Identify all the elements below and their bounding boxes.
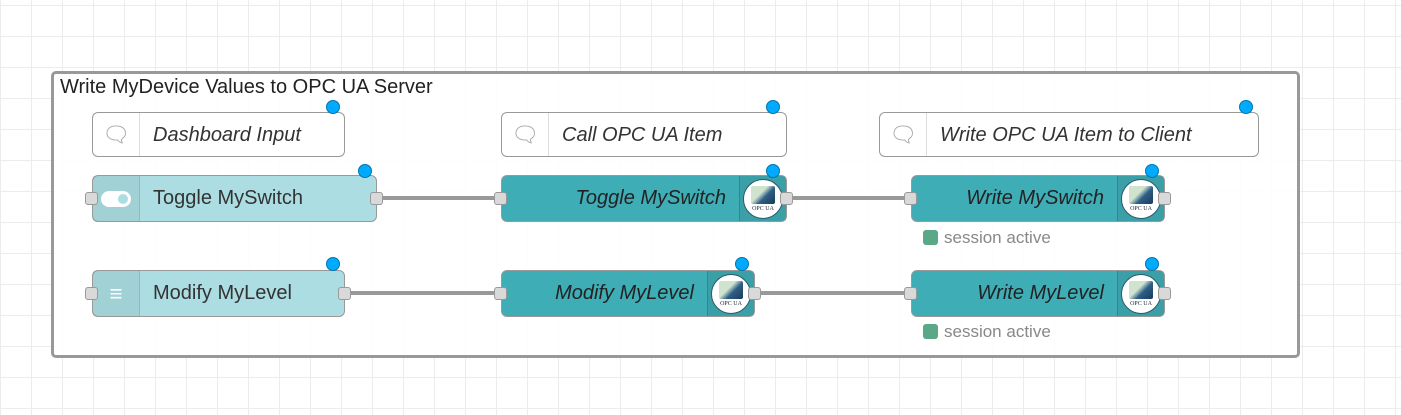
group-title: Write MyDevice Values to OPC UA Server xyxy=(60,76,433,98)
opc-ua-icon: OPC UA xyxy=(743,178,783,219)
output-port[interactable] xyxy=(370,192,383,205)
comment-node-dashboard-input[interactable]: 🗨 Dashboard Input xyxy=(92,112,345,157)
changed-indicator xyxy=(766,164,780,178)
opcua-item-node[interactable]: Modify MyLevel OPC UA xyxy=(501,270,755,317)
changed-indicator xyxy=(735,257,749,271)
wire[interactable] xyxy=(783,196,906,200)
switch-icon xyxy=(93,176,140,221)
output-port[interactable] xyxy=(338,287,351,300)
comment-icon: 🗨 xyxy=(880,113,927,156)
output-port[interactable] xyxy=(780,192,793,205)
output-port[interactable] xyxy=(1158,192,1171,205)
opcua-client-node[interactable]: Write MyLevel OPC UA xyxy=(911,270,1165,317)
comment-label: Call OPC UA Item xyxy=(562,124,723,146)
opc-ua-icon: OPC UA xyxy=(711,273,751,314)
switch-node[interactable]: Toggle MySwitch xyxy=(92,175,377,222)
status-indicator-icon xyxy=(923,230,938,245)
node-label: Toggle MySwitch xyxy=(153,187,304,209)
node-label: Toggle MySwitch xyxy=(575,187,726,209)
node-label: Modify MyLevel xyxy=(153,282,292,304)
comment-node-write-opcua[interactable]: 🗨 Write OPC UA Item to Client xyxy=(879,112,1259,157)
opc-ua-icon: OPC UA xyxy=(1121,273,1161,314)
comment-icon: 🗨 xyxy=(93,113,140,156)
changed-indicator xyxy=(1145,164,1159,178)
wire[interactable] xyxy=(383,196,497,200)
input-port[interactable] xyxy=(904,287,917,300)
node-label: Write MyLevel xyxy=(977,282,1104,304)
changed-indicator xyxy=(326,100,340,114)
opcua-client-node[interactable]: Write MySwitch OPC UA xyxy=(911,175,1165,222)
status-indicator-icon xyxy=(923,324,938,339)
changed-indicator xyxy=(1239,100,1253,114)
opc-ua-icon: OPC UA xyxy=(1121,178,1161,219)
input-port[interactable] xyxy=(85,192,98,205)
comment-label: Dashboard Input xyxy=(153,124,301,146)
changed-indicator xyxy=(766,100,780,114)
opcua-item-node[interactable]: Toggle MySwitch OPC UA xyxy=(501,175,787,222)
output-port[interactable] xyxy=(1158,287,1171,300)
input-port[interactable] xyxy=(494,192,507,205)
input-port[interactable] xyxy=(904,192,917,205)
comment-node-call-opcua[interactable]: 🗨 Call OPC UA Item xyxy=(501,112,787,157)
comment-icon: 🗨 xyxy=(502,113,549,156)
node-status: session active xyxy=(923,228,1051,248)
changed-indicator xyxy=(358,164,372,178)
slider-node[interactable]: ≡ Modify MyLevel xyxy=(92,270,345,317)
changed-indicator xyxy=(326,257,340,271)
output-port[interactable] xyxy=(748,287,761,300)
input-port[interactable] xyxy=(494,287,507,300)
wire[interactable] xyxy=(351,291,497,295)
slider-icon: ≡ xyxy=(93,271,140,316)
node-status: session active xyxy=(923,322,1051,342)
wire[interactable] xyxy=(760,291,906,295)
comment-label: Write OPC UA Item to Client xyxy=(940,124,1192,146)
node-label: Modify MyLevel xyxy=(555,282,694,304)
node-label: Write MySwitch xyxy=(966,187,1104,209)
changed-indicator xyxy=(1145,257,1159,271)
input-port[interactable] xyxy=(85,287,98,300)
